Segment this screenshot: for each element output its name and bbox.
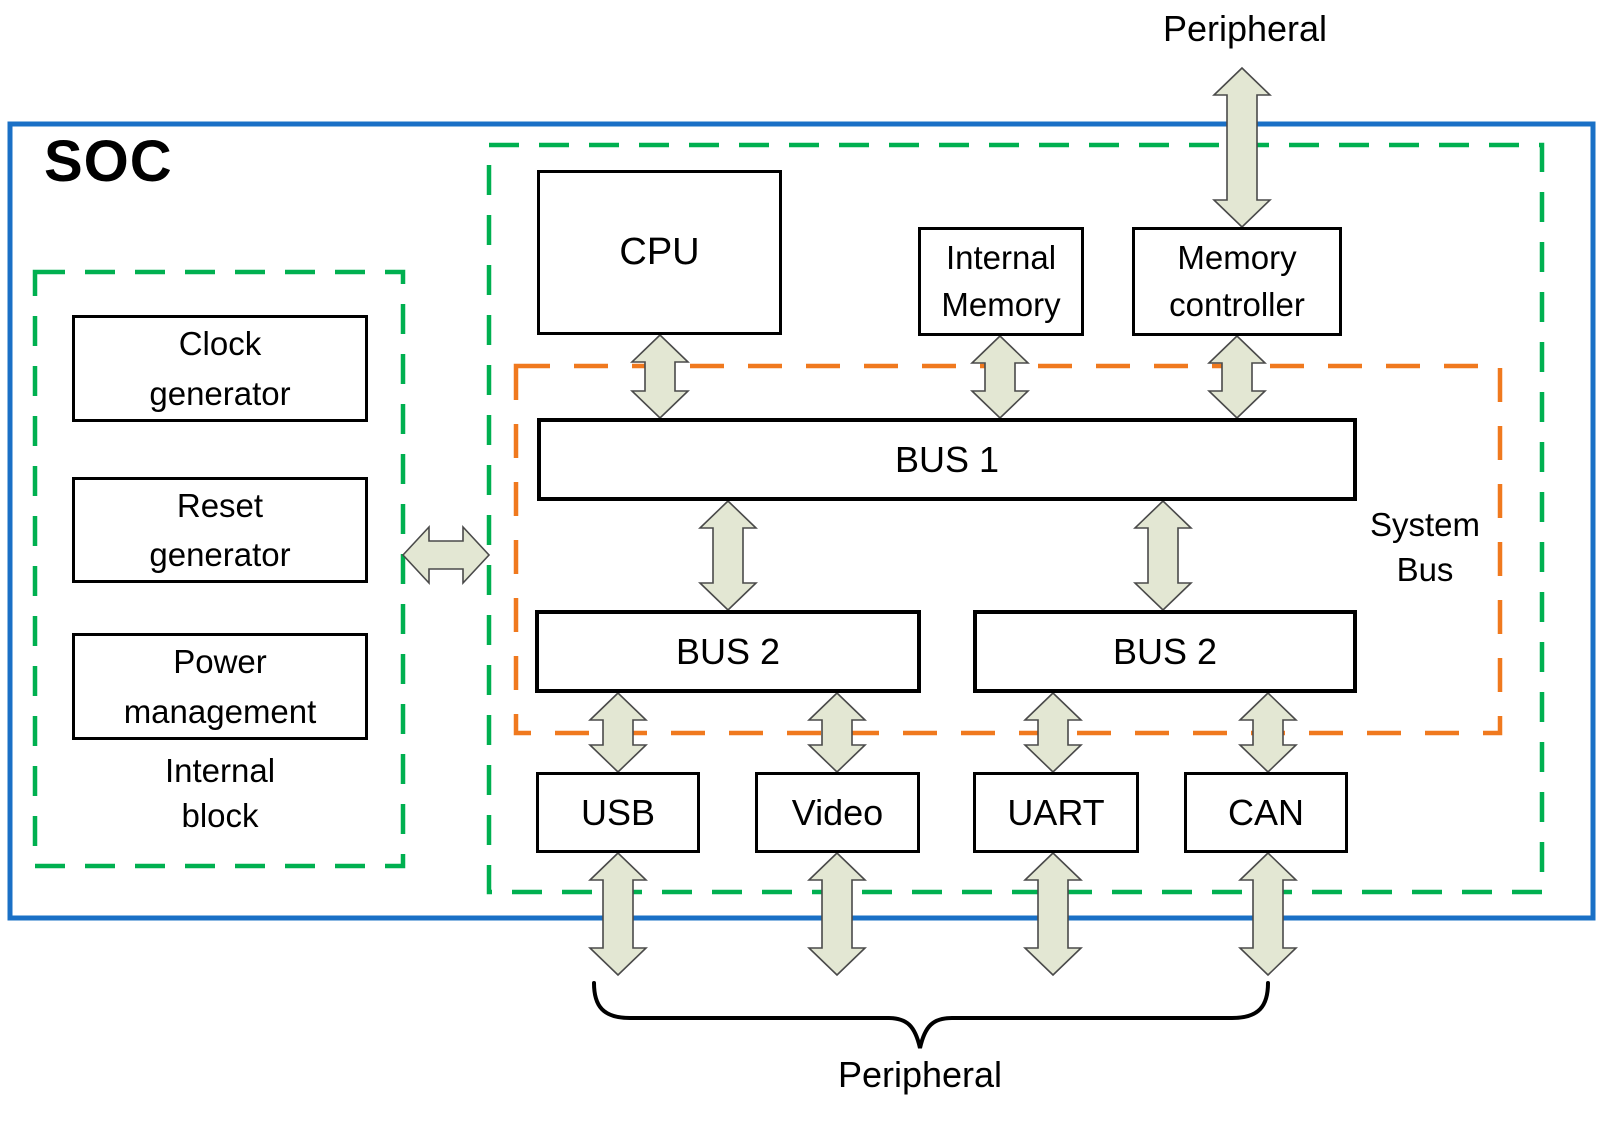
bus1-box: BUS 1 [537,418,1357,501]
arrow-memory-controller-bus1 [1207,334,1267,420]
peripheral-brace [592,981,1270,1049]
uart-box: UART [973,772,1139,853]
arrow-uart-peripheral [1023,851,1083,977]
memory-controller-box: Memory controller [1132,227,1342,336]
bus2-left-box: BUS 2 [535,610,921,693]
soc-title: SOC [44,129,173,194]
arrow-cpu-bus1 [630,333,690,420]
system-bus-label: System Bus [1369,505,1481,588]
arrow-usb-peripheral [588,851,648,977]
soc-core-dashed-border [486,142,1545,895]
arrow-can-peripheral [1238,851,1298,977]
usb-box: USB [536,772,700,853]
arrow-internal-block-system [401,524,491,586]
cpu-box: CPU [537,170,782,335]
arrow-bus1-bus2-right [1133,499,1193,612]
arrow-internal-memory-bus1 [970,334,1030,420]
arrow-bus1-bus2-left [698,499,758,612]
clock-generator-box: Clock generator [72,315,368,422]
internal-block-dashed-border [32,269,406,869]
soc-outer-border [7,121,1596,921]
video-box: Video [755,772,920,853]
reset-generator-box: Reset generator [72,477,368,583]
internal-memory-box: Internal Memory [918,227,1084,336]
arrow-peripheral-memory-controller [1212,66,1272,229]
arrow-bus2-can [1238,691,1298,774]
peripheral-top-label: Peripheral [1162,7,1328,49]
arrow-video-peripheral [807,851,867,977]
bus2-right-box: BUS 2 [973,610,1357,693]
can-box: CAN [1184,772,1348,853]
power-management-box: Power management [72,633,368,740]
peripheral-bottom-label: Peripheral [837,1053,1003,1095]
internal-block-label: Internal block [164,752,276,834]
